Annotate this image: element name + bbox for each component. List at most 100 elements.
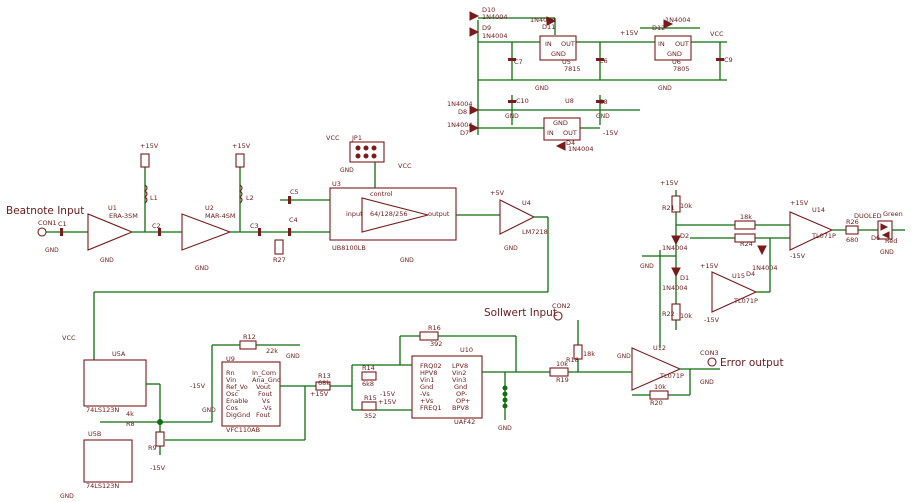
u10-pin-5: +Vs bbox=[420, 397, 434, 405]
u3-control-label: control bbox=[370, 190, 393, 198]
led-red-label: Red bbox=[885, 237, 897, 245]
u9-pin-2: Ref_Vo bbox=[226, 383, 248, 391]
r20-value: 10k bbox=[654, 383, 666, 391]
gnd-ps1: GND bbox=[535, 85, 549, 92]
u8-out-label: OUT bbox=[563, 129, 577, 137]
jp1-header: JP1 VCC GND bbox=[326, 134, 385, 174]
u10-pinr-6: BPV8 bbox=[452, 404, 469, 412]
d8-ref: D8 bbox=[458, 108, 467, 116]
u5a-ref: U5A bbox=[112, 350, 126, 358]
con1-ref: CON1 bbox=[38, 219, 57, 227]
r22-ref: R22 bbox=[662, 310, 675, 318]
d6-ref: D6 bbox=[871, 234, 880, 242]
u10-pin-0: FRQ02 bbox=[420, 362, 442, 370]
r21-value: 10k bbox=[680, 202, 692, 210]
d2-ref: D2 bbox=[680, 232, 689, 240]
d4-ref: D4 bbox=[746, 270, 755, 278]
u1-amplifier: U1 ERA-3SM bbox=[87, 204, 138, 251]
rail-m15-u10: -15V bbox=[380, 390, 396, 398]
r15-ref: R15 bbox=[364, 394, 377, 402]
d9-ref: D9 bbox=[482, 24, 491, 32]
d1-ref: D1 bbox=[680, 274, 689, 282]
u14-part: TL071P bbox=[811, 232, 836, 240]
rail-vcc-ps: VCC bbox=[710, 30, 724, 38]
u5-ref: U5 bbox=[562, 58, 571, 66]
u15-ref: U15 bbox=[732, 272, 745, 280]
r26-value: 680 bbox=[846, 236, 858, 244]
u6-regulator: IN OUT GND U6 7805 bbox=[654, 35, 692, 73]
d2-part: 1N4004 bbox=[662, 244, 688, 252]
gnd-ps2: GND bbox=[658, 85, 672, 92]
con3-ref: CON3 bbox=[700, 349, 719, 357]
u9-pin-0: Rn bbox=[226, 369, 235, 377]
u9-vfc: U9 VFC110AB Rn Vin Ref_Vo Osc Enable Cos… bbox=[221, 355, 281, 434]
con1-jack[interactable] bbox=[37, 227, 47, 237]
gnd-u10: GND bbox=[498, 425, 512, 432]
con2-jack[interactable] bbox=[553, 311, 563, 321]
c1-ref: C1 bbox=[58, 220, 67, 228]
u3-ref: U3 bbox=[332, 180, 341, 188]
r13-value: 68k bbox=[318, 379, 330, 387]
u3-input-label: input bbox=[346, 210, 363, 218]
d12-part: 1N4004 bbox=[665, 16, 691, 24]
r8-value: 4k bbox=[126, 410, 134, 418]
d9-part: 1N4004 bbox=[482, 32, 508, 40]
d1-part: 1N4004 bbox=[662, 284, 688, 292]
u9-pinr-4: Vs bbox=[262, 397, 270, 405]
r26-ref: R26 bbox=[846, 218, 859, 226]
c4-ref: C4 bbox=[289, 216, 298, 224]
u2-amplifier: U2 MAR-4SM bbox=[181, 204, 236, 251]
d11-part: 1N4004 bbox=[530, 16, 556, 24]
r21-ref: R21 bbox=[662, 204, 675, 212]
gnd-u3: GND bbox=[400, 257, 414, 264]
u10-ref: U10 bbox=[460, 346, 473, 354]
u5b-monoflop: U5B 74LS123N GND bbox=[60, 430, 133, 500]
gnd-jp1: GND bbox=[340, 167, 354, 174]
gnd-con1: GND bbox=[45, 247, 59, 254]
supply-diodes: D10 1N4004 D9 1N4004 1N4004 D11 1N4004 D… bbox=[447, 6, 691, 153]
u1-ref: U1 bbox=[108, 204, 117, 212]
gnd-u1: GND bbox=[100, 257, 114, 264]
d14-ref: D4 bbox=[566, 139, 575, 147]
con3-jack[interactable] bbox=[707, 357, 717, 367]
u5-part: 7815 bbox=[564, 65, 581, 73]
r18-ref: R18 bbox=[566, 356, 579, 364]
rail-m15-ps: -15V bbox=[603, 129, 619, 137]
gnd-u9: GND bbox=[202, 407, 216, 414]
u3-div-label: 64/128/256 bbox=[370, 210, 407, 218]
u2-part: MAR-4SM bbox=[205, 212, 236, 220]
u5-out-label: OUT bbox=[561, 40, 575, 48]
rail-vcc-jp1: VCC bbox=[326, 134, 340, 142]
u9-part: VFC110AB bbox=[226, 426, 260, 434]
r19-ref: R19 bbox=[556, 376, 569, 384]
rail-vcc-u5a: VCC bbox=[62, 334, 76, 342]
u9-pin-4: Enable bbox=[226, 397, 248, 405]
rail-vcc-u3: VCC bbox=[398, 162, 412, 170]
d12-ref: D12 bbox=[652, 24, 665, 32]
u14-opamp: U14 TL071P +15V -15V bbox=[789, 199, 836, 260]
d6-part: DUOLED bbox=[854, 212, 882, 220]
gnd-ps3: GND bbox=[505, 113, 519, 120]
rail-p15-right: +15V bbox=[660, 179, 679, 187]
l2-ref: L2 bbox=[246, 194, 254, 202]
rail-m15-u14: -15V bbox=[790, 252, 806, 260]
gnd-u2: GND bbox=[195, 265, 209, 272]
u9-pinr-5: -Vs bbox=[262, 404, 272, 412]
u10-pin-2: Vin1 bbox=[420, 376, 434, 384]
u3-part: UB8100LB bbox=[332, 244, 366, 252]
rail-p15-u10: +15V bbox=[378, 398, 397, 406]
beatnote-input-label: Beatnote Input bbox=[6, 205, 84, 217]
u10-pin-6: FREQ1 bbox=[420, 404, 442, 412]
sollwert-input-label: Sollwert Input bbox=[484, 307, 557, 319]
u5a-monoflop: U5A 74LS123N VCC bbox=[62, 334, 147, 414]
u9-pin-3: Osc bbox=[226, 390, 239, 398]
d7-part: 1N4004 bbox=[447, 121, 473, 129]
rail-p5-u4: +5V bbox=[490, 189, 505, 197]
u9-pin-1: Vin bbox=[226, 376, 236, 384]
u15-opamp: U15 TL071P +15V -15V bbox=[700, 262, 758, 324]
r27-ref: R27 bbox=[273, 256, 286, 264]
u10-pinr-3: Gnd bbox=[454, 383, 467, 391]
r8-ref: R8 bbox=[126, 420, 135, 428]
r13-ref: R13 bbox=[318, 372, 331, 380]
